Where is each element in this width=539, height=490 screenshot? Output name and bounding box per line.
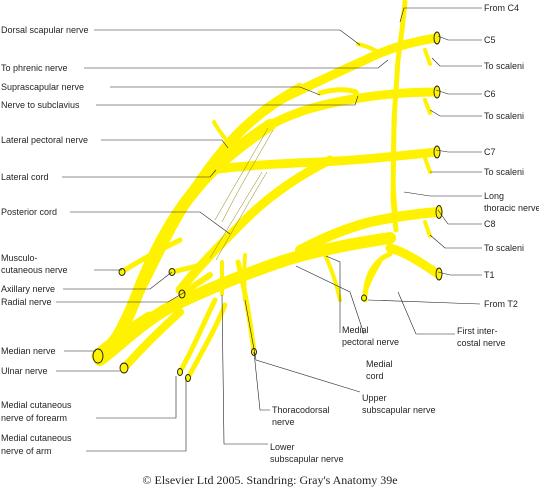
nerve-upper-subscapular [242, 253, 247, 302]
nerve-to-scaleni-c7 [423, 156, 432, 174]
label-c7: C7 [484, 147, 496, 157]
left-labels: Dorsal scapular nerve To phrenic nerve S… [1, 25, 89, 456]
label-radial-nerve: Radial nerve [1, 297, 52, 307]
nerve-network [91, 0, 443, 382]
cap-c7 [433, 145, 441, 159]
nerve-lateral-cord [94, 119, 276, 361]
label-upper-subscapular-line2: subscapular nerve [362, 405, 436, 415]
cap-mcn-forearm [177, 368, 183, 376]
label-first-intercostal-line1: First inter- [457, 326, 498, 336]
label-mcn-arm-line1: Medial cutaneous [1, 433, 72, 443]
label-medial-pectoral-line2: pectoral nerve [342, 337, 399, 347]
label-dorsal-scapular-nerve: Dorsal scapular nerve [1, 25, 89, 35]
label-c5: C5 [484, 35, 496, 45]
label-thoracodorsal-line2: nerve [272, 417, 295, 427]
nerve-t2-branch [362, 251, 393, 303]
cap-c5 [433, 31, 441, 45]
label-mcn-forearm-line2: nerve of forearm [1, 413, 67, 423]
nerve-mcn-forearm [177, 297, 218, 375]
cap-c8 [435, 205, 443, 219]
label-suprascapular-nerve: Suprascapular nerve [1, 82, 84, 92]
label-to-scaleni-4: To scaleni [484, 243, 524, 253]
nerve-to-scaleni-c6 [423, 98, 432, 115]
nerve-t1-root [385, 243, 443, 279]
nerve-long-thoracic-link [390, 118, 398, 217]
label-t1: T1 [484, 270, 495, 280]
nerve-suprascapular [317, 87, 360, 103]
cap-musculocutaneous [118, 268, 126, 276]
label-from-t2: From T2 [484, 299, 518, 309]
label-medial-cord-line2: cord [366, 371, 384, 381]
figure-credit: © Elsevier Ltd 2005. Standring: Gray's A… [142, 473, 397, 487]
label-from-c4: From C4 [484, 3, 519, 13]
label-long-thoracic-line1: Long [484, 191, 504, 201]
cap-mcn-arm [185, 374, 191, 382]
label-medial-pectoral-line1: Medial [342, 325, 369, 335]
label-nerve-to-subclavius: Nerve to subclavius [1, 100, 80, 110]
nerve-lateral-pectoral [212, 120, 234, 150]
label-mcn-forearm-line1: Medial cutaneous [1, 400, 72, 410]
fibre-strand-2 [221, 129, 274, 223]
nerve-medial-pectoral [323, 253, 342, 302]
label-lateral-pectoral-nerve: Lateral pectoral nerve [1, 135, 88, 145]
label-upper-subscapular-line1: Upper [362, 393, 387, 403]
label-musculocutaneous-line1: Musculo- [1, 253, 38, 263]
cap-t1 [435, 267, 443, 281]
fibre-strand-3 [209, 171, 263, 259]
label-lateral-cord: Lateral cord [1, 172, 49, 182]
label-c8: C8 [484, 219, 496, 229]
label-to-scaleni-2: To scaleni [484, 111, 524, 121]
nerve-musculocutaneous [119, 237, 183, 275]
label-long-thoracic-line2: thoracic nerve [484, 203, 539, 213]
cap-t2 [361, 294, 367, 302]
right-labels: From C4 C5 To scaleni C6 To scaleni C7 T… [457, 3, 539, 348]
nerve-ulnar-nerve [120, 308, 184, 372]
label-medial-cord-line1: Medial [366, 359, 393, 369]
label-median-nerve: Median nerve [1, 346, 56, 356]
label-c6: C6 [484, 89, 496, 99]
label-to-scaleni-3: To scaleni [484, 167, 524, 177]
label-lower-subscapular-line1: Lower [270, 442, 295, 452]
fibre-strand-1 [214, 127, 269, 221]
label-axillary-nerve: Axillary nerve [1, 284, 55, 294]
fibre-strand-4 [215, 171, 268, 261]
label-mcn-arm-line2: nerve of arm [1, 446, 52, 456]
leader-lines [56, 7, 482, 452]
cap-c6 [433, 85, 441, 99]
label-posterior-cord: Posterior cord [1, 207, 57, 217]
label-first-intercostal-line2: costal nerve [457, 338, 506, 348]
nerve-c6-root [265, 87, 441, 130]
nerve-to-scaleni-c8 [423, 220, 432, 238]
label-thoracodorsal-line1: Thoracodorsal [272, 405, 330, 415]
nerve-c8-root [295, 207, 443, 255]
nerve-dorsal-scapular [356, 42, 380, 54]
label-musculocutaneous-line2: cutaneous nerve [1, 265, 68, 275]
label-lower-subscapular-line2: subscapular nerve [270, 454, 344, 464]
label-ulnar-nerve: Ulnar nerve [1, 366, 48, 376]
cap-median [92, 348, 104, 364]
bottom-labels: Medial pectoral nerve Medial cord Upper … [270, 325, 436, 464]
cap-ulnar [119, 362, 129, 374]
label-to-scaleni-1: To scaleni [484, 61, 524, 71]
nerve-to-scaleni-c5 [423, 48, 432, 66]
nerve-mcn-arm [185, 302, 228, 381]
label-to-phrenic-nerve: To phrenic nerve [1, 63, 68, 73]
